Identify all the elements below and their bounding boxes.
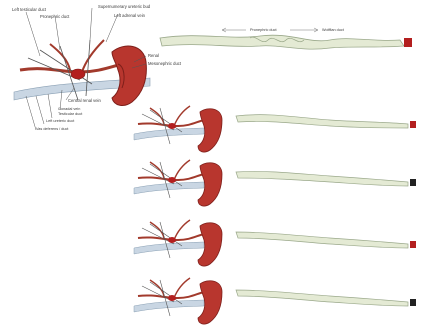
stage-5-anatomy xyxy=(134,278,222,324)
label-mesonephric: Mesonephric duct xyxy=(148,61,182,66)
label-left-adrenal: Left adrenal vein xyxy=(114,13,146,18)
stage-4-anatomy xyxy=(134,220,222,266)
stage-3-duct xyxy=(236,171,408,186)
stage-4-gonad xyxy=(410,241,416,248)
stage-2-duct xyxy=(236,115,408,128)
stage-4 xyxy=(134,220,416,266)
label-deferens: Vas deferens / duct xyxy=(36,127,69,131)
stage-5-gonad xyxy=(410,299,416,306)
stage-3 xyxy=(134,160,416,206)
stage-2 xyxy=(134,106,416,152)
stage-2-anatomy xyxy=(134,106,222,152)
stage-2-gonad xyxy=(410,121,416,128)
label-pronephric: Pronephric duct xyxy=(40,14,70,19)
kidney xyxy=(112,46,146,105)
label-superior: Supernumerary ureteric bud xyxy=(98,4,151,9)
red-branch-2 xyxy=(82,40,104,72)
label-left-testicular: Left testicular duct xyxy=(12,7,47,12)
label-gonadal: Gonadal vein xyxy=(58,107,80,111)
stage-3-anatomy xyxy=(134,160,222,206)
label-central-renal: Central renal vein xyxy=(68,98,101,103)
duct-body xyxy=(160,35,404,49)
stage-3-gonad xyxy=(410,179,416,186)
label-renal: Renal xyxy=(148,53,159,58)
gonad-bud xyxy=(71,69,85,79)
label-testicular: Testicular duct xyxy=(58,112,83,116)
stage-1-duct: Pronephric duct Wolffian duct xyxy=(160,28,412,49)
label-left-ureter: Left ureteric duct xyxy=(46,119,75,123)
stage-5 xyxy=(134,278,416,324)
stage-5-duct xyxy=(236,290,408,306)
stage-4-duct xyxy=(236,232,408,248)
gonad-marker xyxy=(404,38,412,47)
label-duct-left: Pronephric duct xyxy=(250,28,278,32)
label-duct-right: Wolffian duct xyxy=(322,28,345,32)
